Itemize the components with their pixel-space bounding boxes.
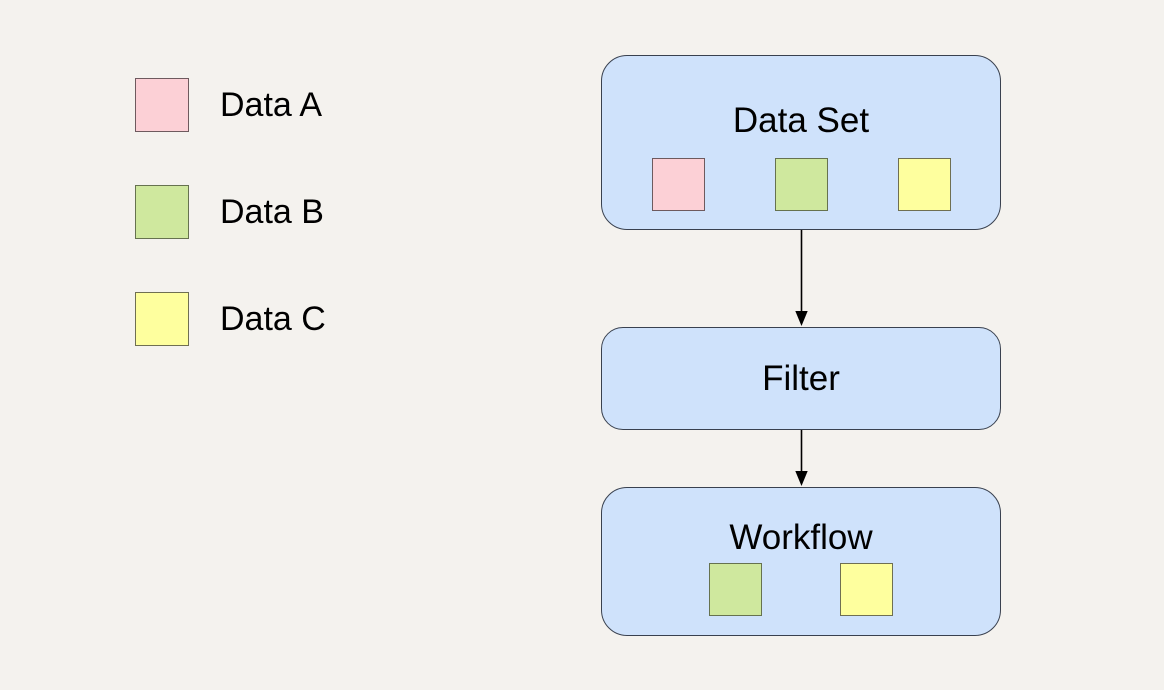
node-workflow-title: Workflow bbox=[729, 518, 873, 557]
legend-item-data-b: Data B bbox=[135, 185, 326, 239]
arrow-data-set-to-filter bbox=[795, 230, 808, 326]
node-workflow: Workflow bbox=[601, 487, 1001, 636]
legend-item-data-c: Data C bbox=[135, 292, 326, 346]
node-data-set-chips bbox=[602, 158, 1000, 211]
data-c-chip bbox=[897, 158, 951, 211]
node-filter-title: Filter bbox=[762, 359, 840, 398]
legend-label-data-c: Data C bbox=[220, 300, 326, 338]
data-c-chip bbox=[840, 563, 893, 616]
data-a-swatch bbox=[135, 78, 189, 132]
arrow-filter-to-workflow bbox=[795, 430, 808, 486]
legend-item-data-a: Data A bbox=[135, 78, 326, 132]
data-b-chip bbox=[774, 158, 828, 211]
data-a-chip bbox=[651, 158, 705, 211]
node-data-set-title: Data Set bbox=[732, 101, 870, 140]
node-data-set: Data Set bbox=[601, 55, 1001, 230]
data-b-chip bbox=[709, 563, 762, 616]
legend-label-data-a: Data A bbox=[220, 86, 323, 124]
legend: Data A Data B Data C bbox=[135, 78, 326, 346]
legend-label-data-b: Data B bbox=[220, 193, 324, 231]
data-c-swatch bbox=[135, 292, 189, 346]
data-b-swatch bbox=[135, 185, 189, 239]
node-workflow-chips bbox=[602, 563, 1000, 616]
node-filter: Filter bbox=[601, 327, 1001, 430]
